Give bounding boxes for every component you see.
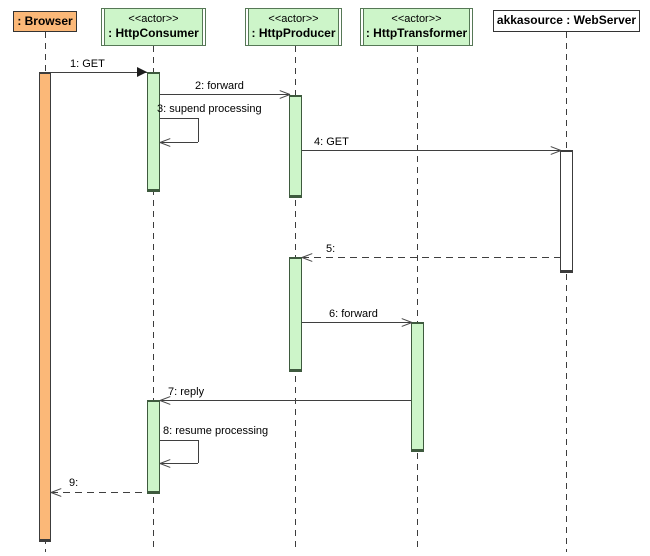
activation-bar-http-producer xyxy=(289,257,302,372)
message-line xyxy=(51,72,147,73)
activation-bar-http-producer xyxy=(289,95,302,198)
open-arrowhead xyxy=(301,252,313,263)
arrow-blade xyxy=(401,322,413,327)
actor-name: : Browser xyxy=(17,13,73,28)
open-arrowhead xyxy=(159,458,171,469)
lifeline-http-consumer xyxy=(153,46,154,552)
message-label: 2: forward xyxy=(195,80,244,92)
arrow-blade xyxy=(550,150,562,155)
actor-box-web-server: akkasource : WebServer xyxy=(493,10,640,32)
activation-bar-browser xyxy=(39,72,51,542)
open-arrowhead xyxy=(50,487,62,498)
actor-name: : HttpTransformer xyxy=(365,26,468,41)
actor-box-inner-border xyxy=(104,9,203,45)
lifeline-web-server xyxy=(566,32,567,552)
actor-box-http-producer: <<actor>>: HttpProducer xyxy=(245,8,342,46)
message-label: 5: xyxy=(326,243,336,255)
message-label: 8: resume processing xyxy=(163,425,269,437)
self-message-return-line xyxy=(160,142,198,143)
arrow-blade xyxy=(50,492,62,497)
arrow-blade xyxy=(301,257,313,262)
activation-bar-http-transformer xyxy=(411,322,424,452)
open-arrowhead xyxy=(279,89,291,100)
arrow-blade xyxy=(279,94,291,99)
message-label: 4: GET xyxy=(314,136,349,148)
actor-box-http-transformer: <<actor>>: HttpTransformer xyxy=(360,8,473,46)
arrow-blade xyxy=(159,142,171,147)
activation-bar-http-consumer xyxy=(147,400,160,494)
arrow-blade xyxy=(159,400,171,405)
message-line xyxy=(302,257,560,258)
message-label: 3: supend processing xyxy=(157,103,262,115)
self-message-out-line xyxy=(160,440,198,441)
message-line xyxy=(160,94,289,95)
actor-stereotype: <<actor>> xyxy=(391,13,442,26)
message-label: 9: xyxy=(69,477,79,489)
actor-box-inner-border xyxy=(248,9,339,45)
actor-name: : HttpConsumer xyxy=(108,26,199,41)
actor-box-inner-border xyxy=(363,9,470,45)
open-arrowhead xyxy=(550,145,562,156)
message-label: 1: GET xyxy=(70,58,105,70)
message-line xyxy=(160,400,411,401)
self-message-vertical-line xyxy=(198,440,199,463)
open-arrowhead xyxy=(159,137,171,148)
activation-bar-http-consumer xyxy=(147,72,160,192)
actor-box-http-consumer: <<actor>>: HttpConsumer xyxy=(101,8,206,46)
message-line xyxy=(302,322,411,323)
actor-stereotype: <<actor>> xyxy=(268,13,319,26)
arrow-blade xyxy=(159,463,171,468)
self-message-return-line xyxy=(160,463,198,464)
lifeline-http-transformer xyxy=(417,46,418,552)
self-message-out-line xyxy=(160,118,198,119)
message-label: 6: forward xyxy=(329,308,378,320)
message-line xyxy=(302,150,560,151)
self-message-vertical-line xyxy=(198,118,199,142)
filled-arrowhead xyxy=(137,67,147,77)
message-label: 7: reply xyxy=(168,386,205,398)
actor-stereotype: <<actor>> xyxy=(128,13,179,26)
message-line xyxy=(51,492,147,493)
activation-bar-web-server xyxy=(560,150,573,273)
actor-box-browser: : Browser xyxy=(13,11,77,32)
open-arrowhead xyxy=(401,317,413,328)
actor-name: akkasource : WebServer xyxy=(496,13,637,28)
actor-name: : HttpProducer xyxy=(251,26,336,41)
